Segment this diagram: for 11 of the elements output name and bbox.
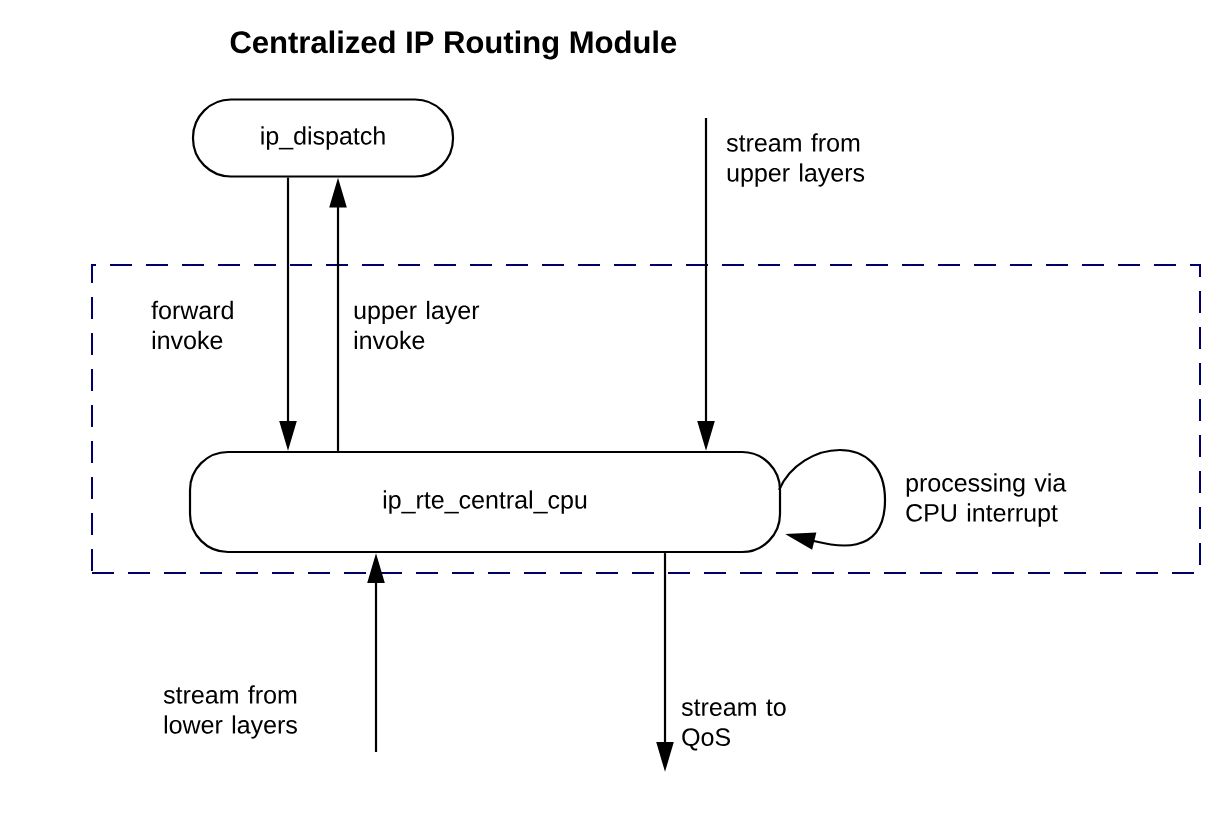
process-box: ip_rte_central_cpu	[188, 450, 782, 554]
edge-label: stream from upper layers	[726, 133, 865, 187]
edge-label: upper layer invoke	[354, 300, 480, 350]
edge-label: stream to QoS	[681, 699, 786, 751]
edge-label: forward invoke	[151, 300, 233, 350]
process-box: ip_dispatch	[191, 98, 455, 178]
title: Centralized IP Routing Module	[230, 30, 677, 60]
edge-label: stream from lower layers	[163, 685, 297, 739]
arrow	[778, 449, 887, 550]
edge-label: processing via CPU interrupt	[906, 473, 1067, 527]
module-boundary	[91, 264, 1201, 574]
